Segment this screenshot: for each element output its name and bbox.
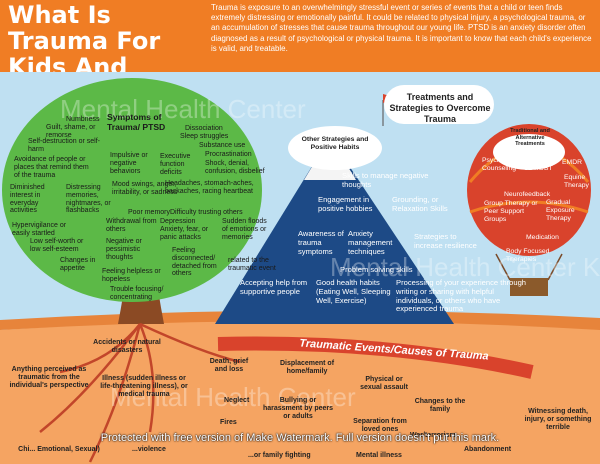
symptom-item: Difficulty trusting others [170,209,243,216]
symptom-item: Low self-worth or low self-esteem [30,238,84,253]
symptom-item: Anxiety, fear, or panic attacks [160,226,209,241]
tree-canopy [2,78,262,302]
strategy-item: Processing of your experience through wr… [396,278,527,314]
symptom-item: Avoidance of people or places that remin… [14,156,89,179]
symptom-item: Mood swings, anger, irritability, or sad… [112,181,178,196]
cause-item: Mental illness [356,452,402,459]
header-banner [0,0,600,72]
treatments-heading: Treatments and Strategies to Overcome Tr… [389,92,491,124]
strategy-item: Engagement in positive hobbies [318,195,373,213]
symptom-item: Trouble focusing/ concentrating [110,286,164,301]
strategy-item: Strategies to increase resilience [414,232,477,250]
cause-item: ...violence [132,446,166,453]
cause-item: Abandonment [464,446,512,453]
symptom-item: Shock, denial, confusion, disbelief [205,160,265,175]
symptom-item: Headaches, stomach-aches, backaches, rac… [165,180,254,195]
cause-item: Displacement of home/family [279,360,335,375]
symptom-item: Self-destruction or self-harm [28,138,100,153]
strategy-item: Accepting help from supportive people [240,278,308,296]
treatment-item: Body Focused Therapies [506,248,550,263]
symptom-item: Poor memory [128,209,171,216]
treatments-cloud [384,85,494,124]
symptom-item: Depression [160,218,196,225]
balloon-cloud [493,134,565,170]
symptom-item: related to the traumatic event [228,257,276,272]
cause-item: Fires [220,419,237,426]
symptom-item: Numbness [66,116,100,123]
symptom-item: Substance use [199,142,246,149]
cause-item: Separation from loved ones [353,418,407,433]
cause-item: Witnessing death, injury, or something t… [524,408,592,431]
cause-item: Bullying or harassment by peers or adult… [262,397,334,420]
treatment-item: EMDR [562,159,583,166]
strategies-cloud [288,126,382,170]
balloon-stripe [469,200,589,214]
symptom-item: Hypervigilance or easily startled [12,222,67,237]
balloon-basket [510,278,548,296]
strategy-item: Awareness of trauma symptoms [298,229,344,256]
intro-text: Trauma is exposure to an overwhelmingly … [211,3,592,53]
treatment-item: Group Therapy or Peer Support Groups [484,200,538,223]
symptom-item: Sudden floods of emotions or memories [222,218,267,241]
symptom-item: Procrastination [205,151,252,158]
balloon-ropes [495,253,563,281]
watermark-notice: Protected with free version of Make Wate… [100,432,500,444]
symptom-item: Feeling disconnected/ detached from othe… [172,247,217,278]
symptoms-heading: Symptoms of Trauma/ PTSD [107,112,166,132]
symptom-item: Executive function deficits [160,153,191,176]
strategy-item: Good health habits (Eating Well, Sleepin… [316,278,391,305]
cause-item: Changes to the family [414,398,466,413]
strategy-item: Problem solving skills [340,265,413,274]
mountain [215,137,454,324]
treatment-item: Neurofeedback [504,191,551,198]
symptom-item: Distressing memories, nightmares, or fla… [66,184,111,215]
cause-item: Chi... Emotional, Sexual) [18,446,100,453]
cause-item: Neglect [224,397,250,404]
strategy-item: Anxiety management techniques [348,229,393,256]
treatment-item: Medication [526,234,559,241]
cause-item: Physical or sexual assault [360,376,408,391]
symptom-item: Negative or pessimistic thoughts [106,238,142,261]
cause-item: Illness (sudden illness or life-threaten… [100,375,188,398]
strategy-item: Skills to manage negative thoughts [342,171,429,189]
strategy-item: Grounding, or Relaxation Skills [392,195,448,213]
cause-item: ...or family fighting [248,452,311,459]
illustration [0,72,600,464]
symptom-item: Dissociation [185,125,223,132]
strategies-heading: Other Strategies and Positive Habits [301,136,369,151]
cause-item: Death, grief and loss [209,358,249,373]
tree-roots [39,322,241,463]
cause-item: War/terrorism [410,432,456,439]
causes-banner [217,336,534,379]
symptom-item: Withdrawal from others [106,218,157,233]
treatment-item: Psychotherapy/ Counseling – CBT/DBT [482,157,553,172]
cause-item: Anything perceived as traumatic from the… [9,366,89,389]
balloon-heading: Traditional and Alternative Treatments [510,128,550,148]
symptom-item: Diminished interest in everyday activiti… [10,184,45,215]
treatment-item: Gradual Exposure Therapy [546,199,575,222]
cause-item: Accidents or natural disasters [93,339,161,354]
symptom-item: Feeling helpless or hopeless [102,268,161,283]
symptom-item: Guilt, shame, or remorse [46,124,96,139]
symptom-item: Sleep struggles [180,133,229,140]
treatment-item: Equine Therapy [564,174,589,189]
symptom-item: Impulsive or negative behaviors [110,152,148,175]
symptom-item: Changes in appetite [60,257,96,272]
